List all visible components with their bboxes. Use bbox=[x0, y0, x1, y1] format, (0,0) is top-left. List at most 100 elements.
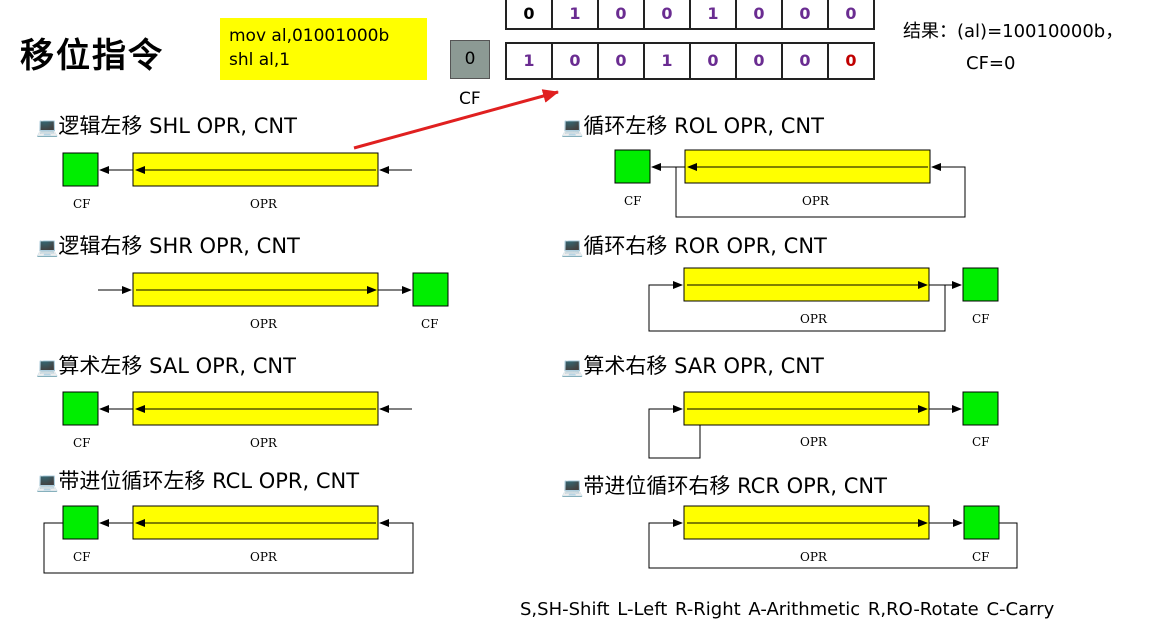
cf-label: CF bbox=[73, 197, 91, 211]
diagram-rol: CF OPR bbox=[614, 149, 966, 218]
bit-before-1: 1 bbox=[553, 0, 599, 28]
cf-label: CF bbox=[73, 436, 91, 450]
bit-after-2: 0 bbox=[599, 44, 645, 78]
opr-label: OPR bbox=[800, 312, 828, 326]
diagram-sal: CF OPR bbox=[62, 391, 412, 450]
cf-flag-box bbox=[62, 152, 99, 187]
opr-label: OPR bbox=[250, 550, 278, 564]
bit-before-4: 1 bbox=[691, 0, 737, 28]
diagram-rcr: OPR CF bbox=[648, 505, 1018, 569]
heading-shl-name: 逻辑左移 bbox=[58, 114, 143, 138]
opr-label: OPR bbox=[250, 197, 278, 211]
heading-shr-name: 逻辑右移 bbox=[58, 234, 143, 258]
cf-flag-box bbox=[962, 267, 999, 302]
opr-label: OPR bbox=[802, 194, 830, 208]
computer-icon: 💻 bbox=[561, 477, 584, 498]
computer-icon: 💻 bbox=[36, 357, 59, 378]
bits-after-row: 1 0 0 1 0 0 0 0 bbox=[505, 42, 875, 80]
opr-label: OPR bbox=[250, 436, 278, 450]
bit-after-5: 0 bbox=[737, 44, 783, 78]
heading-shl-operands: OPR, CNT bbox=[196, 114, 297, 138]
heading-ror-operands: OPR, CNT bbox=[726, 234, 827, 258]
bit-before-0: 0 bbox=[507, 0, 553, 28]
cf-flag-box bbox=[62, 391, 99, 426]
diagram-shr: OPR CF bbox=[98, 272, 449, 331]
bit-after-7: 0 bbox=[845, 51, 857, 70]
cf-label: CF bbox=[73, 550, 91, 564]
cf-flag-box bbox=[614, 149, 651, 184]
heading-rcl-operands: OPR, CNT bbox=[258, 469, 360, 493]
bit-before-3: 0 bbox=[645, 0, 691, 28]
code-line-2: shl al,1 bbox=[229, 50, 291, 70]
heading-rcr: 💻带进位循环右移 RCR OPR, CNT bbox=[561, 470, 887, 500]
computer-icon: 💻 bbox=[561, 117, 584, 138]
cf-label: CF bbox=[972, 550, 990, 564]
heading-ror-name: 循环右移 bbox=[583, 234, 668, 258]
heading-sal-mnemonic: SAL bbox=[149, 354, 189, 378]
cf-flag-box bbox=[412, 272, 449, 307]
bit-after-3: 1 bbox=[645, 44, 691, 78]
cf-flag-box bbox=[962, 391, 999, 426]
heading-rol-mnemonic: ROL bbox=[674, 114, 717, 138]
abbreviation-legend: S,SH-Shift L-Left R-Right A-Arithmetic R… bbox=[520, 599, 1055, 620]
computer-icon: 💻 bbox=[36, 117, 59, 138]
cf-value-box: 0 bbox=[450, 40, 490, 79]
heading-rcl-name: 带进位循环左移 bbox=[58, 469, 206, 493]
heading-rcr-name: 带进位循环右移 bbox=[583, 474, 731, 498]
cf-label: CF bbox=[421, 317, 439, 331]
heading-shr-mnemonic: SHR bbox=[149, 234, 193, 258]
heading-rcl-mnemonic: RCL bbox=[212, 469, 253, 493]
heading-shr-operands: OPR, CNT bbox=[199, 234, 300, 258]
page-title: 移位指令 bbox=[20, 36, 164, 76]
heading-rol-operands: OPR, CNT bbox=[723, 114, 824, 138]
heading-ror: 💻循环右移 ROR OPR, CNT bbox=[561, 230, 827, 260]
diagram-rcl: CF OPR bbox=[43, 505, 414, 574]
heading-sal-operands: OPR, CNT bbox=[195, 354, 296, 378]
bit-after-0: 1 bbox=[507, 44, 553, 78]
bit-before-7: 0 bbox=[845, 4, 857, 23]
heading-shr: 💻逻辑右移 SHR OPR, CNT bbox=[36, 230, 300, 260]
opr-label: OPR bbox=[800, 550, 828, 564]
opr-label: OPR bbox=[250, 317, 278, 331]
code-line-1: mov al,01001000b bbox=[229, 26, 390, 46]
heading-sar: 💻算术右移 SAR OPR, CNT bbox=[561, 350, 824, 380]
diagram-ror: OPR CF bbox=[648, 267, 999, 332]
heading-rcr-mnemonic: RCR bbox=[737, 474, 780, 498]
heading-sal-name: 算术左移 bbox=[58, 354, 143, 378]
red-pointer-arrow bbox=[353, 89, 559, 150]
heading-sal: 💻算术左移 SAL OPR, CNT bbox=[36, 350, 296, 380]
heading-rol: 💻循环左移 ROL OPR, CNT bbox=[561, 110, 824, 140]
bit-before-5: 0 bbox=[737, 0, 783, 28]
heading-ror-mnemonic: ROR bbox=[674, 234, 720, 258]
cf-label: CF bbox=[972, 435, 990, 449]
cf-label: CF bbox=[624, 194, 642, 208]
bit-after-6: 0 bbox=[783, 44, 829, 78]
result-text: 结果：(al)=10010000b， CF=0 bbox=[903, 16, 1123, 80]
computer-icon: 💻 bbox=[36, 237, 59, 258]
heading-rcr-operands: OPR, CNT bbox=[786, 474, 887, 498]
result-line-1: 结果：(al)=10010000b， bbox=[903, 21, 1124, 42]
opr-label: OPR bbox=[800, 435, 828, 449]
computer-icon: 💻 bbox=[561, 237, 584, 258]
diagram-sar: OPR CF bbox=[648, 391, 999, 459]
heading-sar-mnemonic: SAR bbox=[674, 354, 717, 378]
code-box: mov al,01001000b shl al,1 bbox=[220, 18, 427, 80]
heading-sar-operands: OPR, CNT bbox=[723, 354, 824, 378]
diagram-shl: CF OPR bbox=[62, 152, 412, 211]
bits-before-row: 0 1 0 0 1 0 0 0 bbox=[505, 0, 875, 30]
result-line-2: CF=0 bbox=[966, 53, 1016, 74]
cf-flag-box bbox=[62, 505, 99, 540]
cf-caption: CF bbox=[459, 89, 481, 109]
bit-before-6: 0 bbox=[783, 0, 829, 28]
heading-sar-name: 算术右移 bbox=[583, 354, 668, 378]
cf-label: CF bbox=[972, 312, 990, 326]
bit-before-2: 0 bbox=[599, 0, 645, 28]
heading-rol-name: 循环左移 bbox=[583, 114, 668, 138]
cf-flag-box bbox=[963, 505, 1000, 540]
heading-rcl: 💻带进位循环左移 RCL OPR, CNT bbox=[36, 465, 359, 495]
heading-shl: 💻逻辑左移 SHL OPR, CNT bbox=[36, 110, 297, 140]
computer-icon: 💻 bbox=[561, 357, 584, 378]
bit-after-1: 0 bbox=[553, 44, 599, 78]
heading-shl-mnemonic: SHL bbox=[149, 114, 190, 138]
